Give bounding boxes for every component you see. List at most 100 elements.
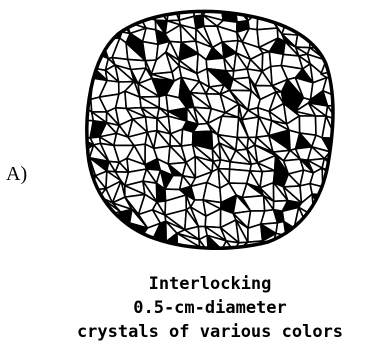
light-crystal — [335, 142, 340, 160]
light-crystal — [78, 17, 88, 29]
light-crystal — [86, 203, 103, 214]
light-crystal — [127, 234, 139, 252]
dark-crystal — [339, 239, 340, 252]
light-crystal — [116, 239, 129, 252]
light-crystal — [107, 236, 117, 252]
dark-crystal — [78, 142, 82, 163]
light-crystal — [107, 220, 119, 239]
light-crystal — [323, 187, 333, 195]
light-crystal — [78, 29, 80, 44]
light-crystal — [78, 120, 79, 139]
dark-crystal — [336, 138, 340, 143]
light-crystal — [79, 52, 94, 69]
light-crystal — [322, 213, 339, 230]
light-crystal — [78, 227, 90, 239]
light-crystal — [78, 4, 83, 20]
light-crystal — [80, 43, 93, 51]
light-crystal — [103, 215, 113, 222]
answer-option-label: A) — [6, 163, 27, 186]
light-crystal — [78, 208, 88, 227]
dark-crystal — [314, 13, 327, 35]
light-crystal — [79, 65, 95, 78]
light-crystal — [138, 238, 153, 252]
light-crystal — [335, 32, 340, 47]
light-crystal — [90, 236, 109, 252]
light-crystal — [116, 4, 129, 22]
light-crystal — [340, 4, 341, 6]
light-crystal — [78, 162, 82, 175]
light-crystal — [218, 116, 239, 137]
light-crystal — [309, 21, 326, 35]
light-crystal — [222, 250, 234, 252]
light-crystal — [78, 199, 87, 213]
dark-crystal — [219, 4, 239, 8]
light-crystal — [286, 4, 301, 19]
light-crystal — [308, 228, 330, 236]
dark-crystal — [322, 195, 340, 213]
light-crystal — [315, 4, 325, 6]
light-crystal — [316, 5, 327, 13]
light-crystal — [79, 4, 93, 18]
light-crystal — [78, 65, 83, 84]
light-crystal — [314, 213, 327, 230]
light-crystal — [294, 228, 313, 236]
light-crystal — [78, 86, 82, 93]
caption-line-3: crystals of various colors — [40, 320, 380, 344]
light-crystal — [79, 57, 95, 68]
light-crystal — [258, 4, 275, 17]
light-crystal — [78, 91, 82, 110]
light-crystal — [299, 116, 316, 135]
light-crystal — [320, 234, 339, 252]
light-crystal — [269, 4, 286, 9]
light-crystal — [333, 195, 340, 215]
light-crystal — [326, 32, 340, 48]
caption-line-2: 0.5-cm-diameter — [40, 296, 380, 320]
light-crystal — [107, 236, 119, 248]
light-crystal — [298, 17, 314, 35]
light-crystal — [78, 188, 82, 199]
light-crystal — [242, 4, 260, 5]
interlocking-crystals-rock-illustration — [78, 4, 340, 252]
dark-crystal — [300, 251, 315, 252]
light-crystal — [78, 227, 90, 237]
light-crystal — [127, 234, 141, 252]
light-crystal — [222, 250, 234, 252]
light-crystal — [335, 155, 340, 172]
light-crystal — [181, 129, 193, 146]
light-crystal — [79, 43, 92, 57]
light-crystal — [320, 4, 340, 6]
rock-description-caption: Interlocking 0.5-cm-diameter crystals of… — [40, 272, 380, 344]
light-crystal — [335, 160, 340, 175]
light-crystal — [335, 14, 340, 33]
light-crystal — [78, 43, 80, 59]
light-crystal — [78, 32, 80, 43]
light-crystal — [323, 183, 340, 195]
light-crystal — [308, 216, 327, 229]
light-crystal — [320, 250, 340, 252]
light-crystal — [300, 234, 314, 252]
light-crystal — [88, 4, 106, 21]
light-crystal — [337, 95, 341, 107]
light-crystal — [336, 70, 340, 80]
dark-crystal — [320, 4, 340, 14]
light-crystal — [337, 97, 341, 107]
light-crystal — [78, 188, 91, 203]
light-crystal — [106, 19, 122, 32]
light-crystal — [78, 138, 82, 152]
light-crystal — [218, 160, 230, 169]
light-crystal — [107, 248, 116, 252]
light-crystal — [327, 229, 339, 239]
light-crystal — [269, 4, 286, 9]
light-crystal — [78, 175, 82, 190]
light-crystal — [339, 4, 340, 16]
light-crystal — [78, 84, 83, 91]
light-crystal — [88, 28, 101, 45]
light-crystal — [210, 4, 221, 8]
light-crystal — [325, 195, 340, 211]
light-crystal — [275, 4, 288, 19]
light-crystal — [78, 57, 79, 70]
light-crystal — [326, 13, 339, 35]
caption-line-1: Interlocking — [40, 272, 380, 296]
light-crystal — [327, 224, 340, 239]
light-crystal — [112, 248, 129, 252]
